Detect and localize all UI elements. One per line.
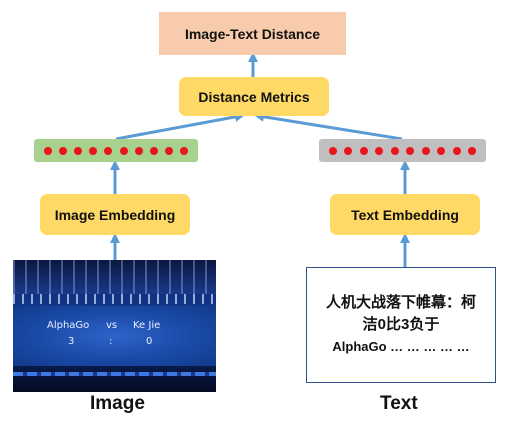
vector-element-dot	[165, 146, 174, 155]
image-embedding-vector	[34, 139, 198, 162]
photo-vs: vs	[106, 320, 118, 331]
text-line-3: AlphaGo … … … … …	[332, 339, 470, 354]
vector-element-dot	[344, 146, 353, 155]
vector-element-dot	[390, 146, 399, 155]
text-embedding-vector	[319, 139, 486, 162]
vector-element-dot	[119, 146, 128, 155]
vector-element-dot	[134, 146, 143, 155]
arrow-text-vector-to-metrics	[254, 111, 403, 141]
photo-right-name: Ke Jie	[133, 320, 161, 331]
image-text-distance-label: Image-Text Distance	[184, 25, 321, 42]
text-line-1: 人机大战落下帷幕：柯	[325, 294, 476, 311]
image-embedding-box: Image Embedding	[40, 194, 190, 235]
text-caption: Text	[380, 393, 418, 414]
vector-element-dot	[104, 146, 113, 155]
vector-element-dot	[468, 146, 477, 155]
text-input-box: 人机大战落下帷幕：柯 洁0比3负于 AlphaGo … … … … …	[306, 267, 496, 383]
vector-element-dot	[149, 146, 158, 155]
photo-left-name: AlphaGo	[47, 320, 90, 331]
text-embedding-label: Text Embedding	[351, 206, 459, 223]
vector-element-dot	[421, 146, 430, 155]
distance-metrics-box: Distance Metrics	[179, 77, 329, 116]
scoreboard-screen	[13, 306, 216, 366]
vector-element-dot	[452, 146, 461, 155]
text-line-2: 洁0比3负于	[362, 316, 440, 333]
vector-element-dot	[359, 146, 368, 155]
vector-element-dot	[58, 146, 67, 155]
arrow-image-vector-to-metrics	[115, 111, 245, 141]
vector-element-dot	[437, 146, 446, 155]
alphago-match-photo: AlphaGo vs Ke Jie 3 : 0	[13, 260, 216, 392]
stage-led-strip	[13, 372, 216, 376]
vector-element-dot	[375, 146, 384, 155]
vector-element-dot	[328, 146, 337, 155]
photo-score-separator: :	[109, 336, 113, 347]
stage-floor	[13, 366, 216, 392]
text-embedding-box: Text Embedding	[330, 194, 480, 235]
distance-metrics-label: Distance Metrics	[198, 88, 310, 105]
vector-element-dot	[180, 146, 189, 155]
stage-lights	[13, 294, 216, 304]
photo-right-score: 0	[146, 336, 153, 347]
stage-truss	[13, 260, 216, 294]
image-text-distance-box: Image-Text Distance	[159, 12, 346, 55]
vector-element-dot	[43, 146, 52, 155]
photo-left-score: 3	[68, 336, 75, 347]
image-embedding-label: Image Embedding	[54, 206, 176, 223]
vector-element-dot	[406, 146, 415, 155]
image-caption: Image	[90, 393, 145, 414]
vector-element-dot	[89, 146, 98, 155]
vector-element-dot	[73, 146, 82, 155]
